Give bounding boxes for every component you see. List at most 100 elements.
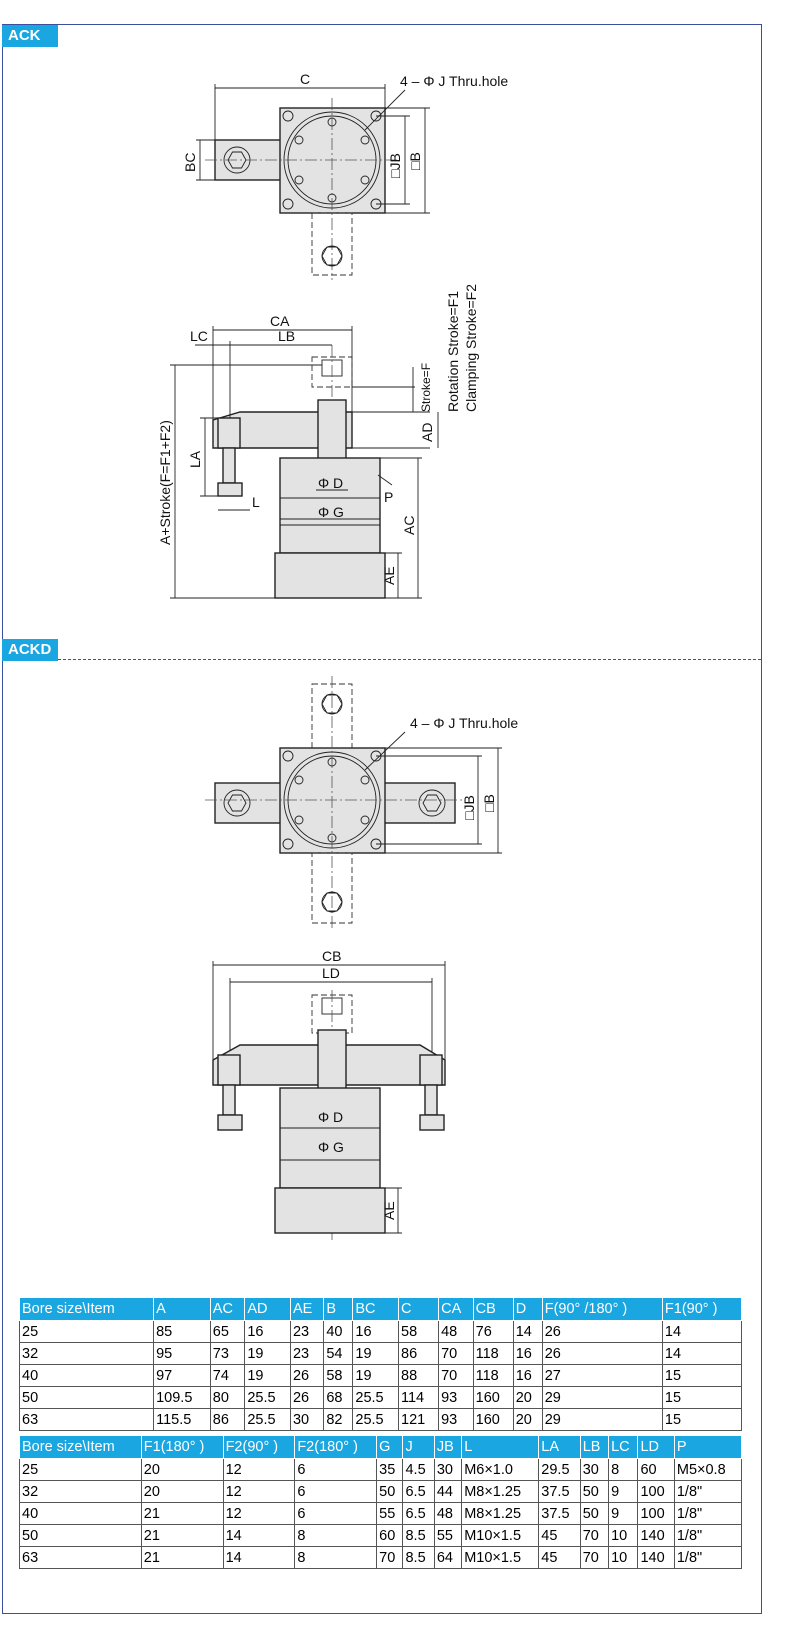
table-cell: 100 bbox=[637, 1480, 675, 1503]
table-cell: 48 bbox=[433, 1502, 463, 1525]
table-cell: 14 bbox=[661, 1320, 743, 1343]
dim-label-ae-ackd: AE bbox=[381, 1201, 397, 1220]
dim-label-g-ackd: Φ G bbox=[318, 1139, 344, 1155]
table-cell: 1/8" bbox=[673, 1546, 743, 1569]
column-header: L bbox=[461, 1435, 540, 1459]
table-cell: 25 bbox=[19, 1458, 142, 1481]
table-cell: 19 bbox=[244, 1364, 291, 1387]
table-cell: 118 bbox=[472, 1364, 514, 1387]
table-cell: 93 bbox=[438, 1408, 474, 1431]
table-cell: 6.5 bbox=[402, 1502, 435, 1525]
table-cell: 19 bbox=[352, 1364, 399, 1387]
table-cell: M10×1.5 bbox=[461, 1546, 540, 1569]
table-cell: 8 bbox=[294, 1524, 378, 1547]
column-header: A bbox=[153, 1297, 211, 1321]
table-cell: 140 bbox=[637, 1524, 675, 1547]
table-cell: 48 bbox=[438, 1320, 474, 1343]
table-cell: 27 bbox=[541, 1364, 663, 1387]
ackd-top-view: 4 – Φ J Thru.hole □JB □B bbox=[205, 676, 518, 928]
table-cell: 25.5 bbox=[244, 1386, 291, 1409]
table-cell: 85 bbox=[153, 1320, 211, 1343]
table-cell: 30 bbox=[433, 1458, 463, 1481]
column-header: JB bbox=[433, 1435, 463, 1459]
table-cell: 29.5 bbox=[538, 1458, 581, 1481]
table-cell: 73 bbox=[209, 1342, 246, 1365]
table-cell: 50 bbox=[376, 1480, 404, 1503]
table-cell: 114 bbox=[397, 1386, 440, 1409]
table-cell: 15 bbox=[661, 1408, 743, 1431]
table-cell: 15 bbox=[661, 1364, 743, 1387]
table-cell: 50 bbox=[19, 1524, 142, 1547]
table-cell: 35 bbox=[376, 1458, 404, 1481]
table-cell: 32 bbox=[18, 1342, 155, 1365]
column-header: AE bbox=[289, 1297, 325, 1321]
table-cell: 25.5 bbox=[352, 1408, 399, 1431]
table-cell: 25.5 bbox=[244, 1408, 291, 1431]
ackd-side-view: CB LD Φ D Φ G AE bbox=[212, 948, 446, 1240]
column-header: P bbox=[673, 1435, 743, 1459]
table-cell: M10×1.5 bbox=[461, 1524, 540, 1547]
table-cell: 70 bbox=[438, 1364, 474, 1387]
dim-label-p: P bbox=[384, 489, 393, 505]
table-cell: 20 bbox=[512, 1386, 543, 1409]
column-header: LC bbox=[608, 1435, 639, 1459]
column-header: LD bbox=[637, 1435, 675, 1459]
dim-label-bc: BC bbox=[182, 153, 198, 172]
ack-side-view: CA LB LC A+Stroke(F=F1+F2) LA L Φ D Φ G … bbox=[157, 284, 479, 600]
drawing-frame bbox=[2, 24, 762, 1614]
table-cell: 4.5 bbox=[402, 1458, 435, 1481]
dim-label-l: L bbox=[252, 494, 260, 510]
table-cell: 50 bbox=[579, 1480, 610, 1503]
table-cell: 30 bbox=[579, 1458, 610, 1481]
table-cell: 50 bbox=[18, 1386, 155, 1409]
table-cell: 8 bbox=[294, 1546, 378, 1569]
table-cell: 70 bbox=[579, 1546, 610, 1569]
table-cell: M5×0.8 bbox=[673, 1458, 743, 1481]
dim-label-jb-ackd: □JB bbox=[461, 795, 477, 820]
table-cell: 88 bbox=[397, 1364, 440, 1387]
table-cell: 40 bbox=[19, 1502, 142, 1525]
table-cell: 6 bbox=[294, 1480, 378, 1503]
table-cell: 70 bbox=[438, 1342, 474, 1365]
table-cell: 58 bbox=[397, 1320, 440, 1343]
table-cell: 8.5 bbox=[402, 1546, 435, 1569]
dim-label-b: □B bbox=[407, 152, 423, 170]
table-cell: 20 bbox=[140, 1480, 224, 1503]
table-cell: 63 bbox=[19, 1546, 142, 1569]
dim-label-overall: A+Stroke(F=F1+F2) bbox=[157, 420, 173, 545]
ack-top-view: C 4 – Φ J Thru.hole BC □JB □B bbox=[182, 71, 508, 280]
table-cell: 1/8" bbox=[673, 1502, 743, 1525]
table-cell: 32 bbox=[19, 1480, 142, 1503]
table-cell: 86 bbox=[209, 1408, 246, 1431]
column-header: LA bbox=[538, 1435, 581, 1459]
ack-drawing: C 4 – Φ J Thru.hole BC □JB □B bbox=[157, 71, 508, 600]
column-header: AC bbox=[209, 1297, 246, 1321]
table-cell: 76 bbox=[472, 1320, 514, 1343]
table-cell: 64 bbox=[433, 1546, 463, 1569]
dim-label-stroke: Stroke=F bbox=[419, 363, 433, 412]
label-rotation-stroke: Rotation Stroke=F1 bbox=[445, 291, 461, 412]
table-cell: 29 bbox=[541, 1408, 663, 1431]
table-cell: 58 bbox=[323, 1364, 354, 1387]
table-cell: 60 bbox=[376, 1524, 404, 1547]
table-cell: 26 bbox=[541, 1320, 663, 1343]
dim-label-ld: LD bbox=[322, 965, 340, 981]
table-cell: 23 bbox=[289, 1320, 325, 1343]
table-cell: 14 bbox=[661, 1342, 743, 1365]
table-cell: 19 bbox=[244, 1342, 291, 1365]
label-thru-hole-ackd: 4 – Φ J Thru.hole bbox=[410, 715, 518, 731]
table-cell: 82 bbox=[323, 1408, 354, 1431]
table-cell: 16 bbox=[512, 1364, 543, 1387]
table-cell: 14 bbox=[222, 1524, 296, 1547]
label-thru-hole: 4 – Φ J Thru.hole bbox=[400, 73, 508, 89]
table-cell: 45 bbox=[538, 1546, 581, 1569]
table-cell: 37.5 bbox=[538, 1502, 581, 1525]
dim-label-ad: AD bbox=[419, 423, 435, 442]
table-cell: 63 bbox=[18, 1408, 155, 1431]
